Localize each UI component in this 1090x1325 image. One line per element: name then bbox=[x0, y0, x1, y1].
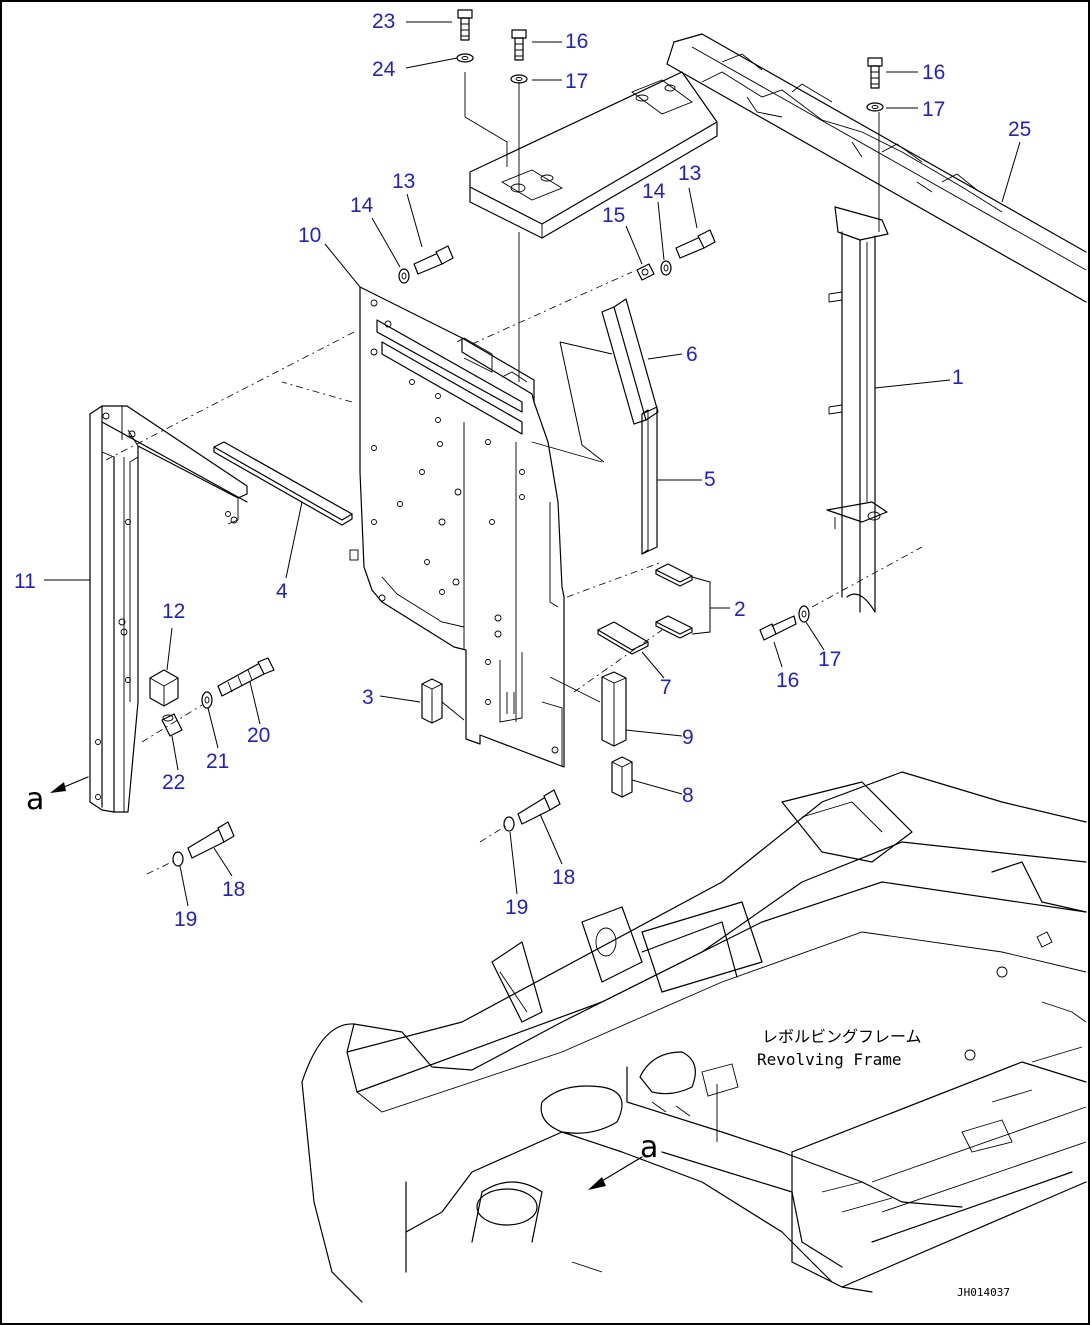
block-3 bbox=[421, 678, 443, 724]
callout-13-right: 13 bbox=[678, 162, 701, 185]
bolt-18-left bbox=[187, 821, 235, 859]
pad-2-upper bbox=[655, 563, 693, 587]
callout-2: 2 bbox=[734, 598, 746, 621]
dashdot-blocks bbox=[441, 676, 601, 721]
callout-17-right: 17 bbox=[922, 98, 945, 121]
right-column-1 bbox=[826, 206, 889, 613]
washer-21 bbox=[201, 691, 213, 709]
washer-14-right bbox=[660, 260, 672, 276]
callout-16-top: 16 bbox=[565, 30, 588, 53]
bolt-20 bbox=[217, 657, 275, 697]
washer-17-right bbox=[866, 102, 884, 112]
callout-15: 15 bbox=[602, 204, 625, 227]
callout-12: 12 bbox=[162, 600, 185, 623]
callout-19-left: 19 bbox=[174, 908, 197, 931]
block-9 bbox=[601, 671, 627, 747]
washer-24 bbox=[456, 53, 474, 63]
pad-2-lower bbox=[655, 615, 693, 639]
callout-16-lower: 16 bbox=[776, 669, 799, 692]
bolt-23 bbox=[457, 9, 473, 41]
frame-beam-25 bbox=[666, 33, 1087, 303]
drawing-code: JH014037 bbox=[957, 1286, 1010, 1299]
callout-19-mid: 19 bbox=[505, 896, 528, 919]
dashdot-19-left bbox=[146, 858, 179, 875]
spacer-22 bbox=[161, 713, 183, 737]
callout-3: 3 bbox=[362, 686, 374, 709]
view-arrow-a-left: a bbox=[26, 776, 89, 817]
callout-10: 10 bbox=[298, 224, 321, 247]
callout-20: 20 bbox=[247, 724, 270, 747]
block-8 bbox=[611, 756, 633, 798]
top-bracket-plate bbox=[469, 71, 718, 239]
washer-17-lower bbox=[798, 605, 810, 623]
callout-14-left: 14 bbox=[350, 194, 374, 217]
bracket-lines-6-5 bbox=[531, 341, 613, 463]
callout-5: 5 bbox=[704, 468, 716, 491]
callout-24: 24 bbox=[372, 58, 396, 81]
callout-9: 9 bbox=[682, 726, 694, 749]
callout-8: 8 bbox=[682, 784, 694, 807]
callout-17-lower: 17 bbox=[818, 648, 841, 671]
callout-22: 22 bbox=[162, 771, 185, 794]
callout-1: 1 bbox=[952, 366, 964, 389]
callout-13-left: 13 bbox=[392, 170, 415, 193]
dashdot-pads bbox=[566, 561, 663, 693]
callout-18-left: 18 bbox=[222, 878, 245, 901]
callout-7: 7 bbox=[660, 676, 672, 699]
bolt-16-right bbox=[867, 57, 883, 89]
callout-labels: 23 24 16 17 16 17 25 13 14 10 13 14 15 6… bbox=[14, 10, 1031, 931]
view-arrow-a-frame: a bbox=[588, 1130, 658, 1190]
callout-21: 21 bbox=[206, 750, 229, 773]
seal-strip-6 bbox=[601, 298, 659, 425]
nut-15 bbox=[636, 263, 655, 281]
revolving-frame bbox=[301, 771, 1087, 1303]
callout-14-right: 14 bbox=[642, 180, 666, 203]
strip-4 bbox=[213, 441, 353, 526]
callout-23: 23 bbox=[372, 10, 395, 33]
main-panel-10 bbox=[101, 271, 633, 768]
washer-14-left bbox=[398, 268, 410, 284]
washer-17-top bbox=[510, 74, 528, 84]
frame-label-jp: レボルビングフレーム bbox=[762, 1027, 922, 1046]
left-column-11 bbox=[89, 405, 248, 813]
pad-7 bbox=[597, 621, 649, 655]
frame-label-en: Revolving Frame bbox=[757, 1050, 902, 1069]
callout-17-top: 17 bbox=[565, 70, 588, 93]
washer-19-left bbox=[172, 851, 184, 867]
seal-strip-5 bbox=[641, 406, 658, 555]
callout-16-right: 16 bbox=[922, 61, 945, 84]
callout-18-mid: 18 bbox=[552, 866, 575, 889]
view-mark-a-frame: a bbox=[640, 1130, 658, 1165]
bolt-13-right bbox=[675, 229, 716, 259]
fastener-guides bbox=[464, 72, 880, 382]
bolt-16-top bbox=[511, 29, 527, 61]
callout-6: 6 bbox=[686, 343, 698, 366]
view-mark-a-left: a bbox=[26, 782, 44, 817]
dashdot-20 bbox=[141, 704, 203, 743]
callout-4: 4 bbox=[276, 580, 288, 603]
dashdot-19-mid bbox=[479, 823, 510, 843]
callout-25: 25 bbox=[1008, 118, 1031, 141]
bolt-18-mid bbox=[517, 789, 561, 825]
dashdot-right bbox=[811, 546, 923, 608]
bolt-16-lower bbox=[759, 615, 797, 641]
callout-11: 11 bbox=[14, 570, 36, 593]
leader-lines bbox=[44, 21, 1021, 907]
bolt-13-left bbox=[413, 245, 454, 275]
washer-19-mid bbox=[503, 816, 515, 832]
block-12 bbox=[149, 669, 179, 707]
